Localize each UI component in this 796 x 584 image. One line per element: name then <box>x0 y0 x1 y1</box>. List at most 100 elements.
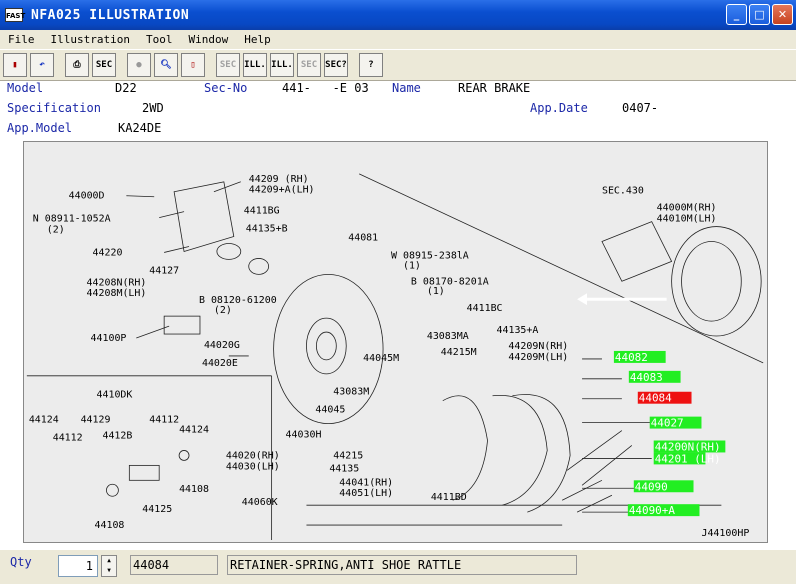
diagram-label: SEC.430 <box>602 186 644 197</box>
qty-spinner[interactable]: ▲ ▼ <box>101 555 117 577</box>
diagram-label: 44020E <box>202 358 238 369</box>
diagram-label: 44112 <box>53 433 83 444</box>
spec-value: 2WD <box>142 101 164 115</box>
sec-search-button[interactable]: SEC? <box>324 53 348 77</box>
menu-illustration[interactable]: Illustration <box>50 32 130 46</box>
menu-tool[interactable]: Tool <box>145 32 173 46</box>
diagram-label: (2) <box>47 225 65 236</box>
spin-down-icon[interactable]: ▼ <box>107 567 111 574</box>
diagram-label: B 08170-8201A <box>411 276 489 287</box>
spec-label: Specification <box>7 101 101 115</box>
window-title: NFA025 ILLUSTRATION <box>31 7 190 23</box>
diagram-label: 44060K <box>242 497 278 508</box>
diagram-label: (1) <box>403 260 421 271</box>
diagram-label: 44208M(LH) <box>87 288 147 299</box>
ill-next-button[interactable]: ILL. <box>270 53 294 77</box>
diagram-label: 44209N(RH) <box>508 341 568 352</box>
toolbar: ▮ ↶ ⎙ SEC ● 🔍︎ ▯ SEC ILL. ILL. SEC SEC? … <box>0 49 796 81</box>
circle-icon[interactable]: ● <box>127 53 151 77</box>
callout-tag[interactable] <box>628 370 681 383</box>
app-icon: FAST <box>5 8 25 22</box>
catalog-icon[interactable]: ▮ <box>3 53 27 77</box>
close-button[interactable]: ✕ <box>772 4 793 25</box>
callout-tag[interactable] <box>653 452 706 465</box>
diagram-label: 44081 <box>348 233 378 244</box>
arrow-head <box>577 293 588 306</box>
menu-bar: File Illustration Tool Window Help <box>0 30 796 48</box>
diagram-label: 44010M(LH) <box>657 214 717 225</box>
diagram-label: W 08915-238lA <box>391 250 469 261</box>
appdate-label: App.Date <box>530 101 588 115</box>
qty-label: Qty <box>10 555 32 569</box>
diagram-label: 44020(RH) <box>226 450 280 461</box>
diagram-label: 44125 <box>142 504 172 515</box>
callout-tag-label[interactable]: 44201 (LH) <box>655 452 721 465</box>
help-icon[interactable]: ? <box>359 53 383 77</box>
diagram-label: 44135+A <box>496 325 538 336</box>
diagram-label: 44030(LH) <box>226 461 280 472</box>
status-bar: Qty 1 ▲ ▼ 44084 RETAINER-SPRING,ANTI SHO… <box>0 550 796 584</box>
diagram-label: 44135+B <box>246 224 288 235</box>
diagram-label: 44041(RH) <box>339 477 393 488</box>
diagram-linework <box>26 173 764 541</box>
menu-window[interactable]: Window <box>188 32 229 46</box>
menu-file[interactable]: File <box>8 32 35 46</box>
undo-icon[interactable]: ↶ <box>30 53 54 77</box>
secno-value: 441- -E 03 <box>282 81 369 95</box>
ill-first-button[interactable]: ILL. <box>243 53 267 77</box>
callout-tag[interactable] <box>627 504 700 517</box>
diagram-label: 43083MA <box>427 331 469 342</box>
maximize-button[interactable]: □ <box>749 4 770 25</box>
callout-tag[interactable] <box>653 440 726 453</box>
secno-label: Sec-No <box>204 81 248 95</box>
sec-prev-button[interactable]: SEC <box>216 53 240 77</box>
diagram-label: 4411BC <box>467 303 503 314</box>
callout-tag[interactable] <box>633 480 694 493</box>
appmodel-value: KA24DE <box>118 121 162 135</box>
menu-help[interactable]: Help <box>244 32 271 46</box>
diagram-label: 44051(LH) <box>339 488 393 499</box>
appdate-value: 0407- <box>622 101 659 115</box>
diagram-label: 4412B <box>102 431 132 442</box>
callout-tag-label[interactable]: 44084 <box>639 392 672 405</box>
callout-tag-label[interactable]: 44090+A <box>629 504 676 517</box>
callout-tag-label[interactable]: 44082 <box>615 351 648 364</box>
part-description-field: RETAINER-SPRING,ANTI SHOE RATTLE <box>227 555 577 575</box>
sec-button[interactable]: SEC <box>92 53 116 77</box>
diagram-label: 44020G <box>204 340 240 351</box>
qty-input[interactable]: 1 <box>58 555 98 577</box>
callout-tag-label[interactable]: 44090 <box>635 480 668 493</box>
diagram-label: 43083M <box>333 387 369 398</box>
diagram-label: 44000M(RH) <box>657 203 717 214</box>
diagram-label: 44112 <box>149 415 179 426</box>
diagram-label: 44209 (RH) <box>249 174 309 185</box>
print-icon[interactable]: ⎙ <box>65 53 89 77</box>
info-panel: Model D22 Sec-No 441- -E 03 Name REAR BR… <box>0 81 796 138</box>
model-value: D22 <box>115 81 137 95</box>
callout-tag[interactable] <box>613 350 666 363</box>
diagram-label: 44215 <box>333 450 363 461</box>
diagram-label: (2) <box>214 305 232 316</box>
callout-tag[interactable] <box>637 391 692 404</box>
diagram-label: 4411BG <box>244 206 280 217</box>
callout-tag[interactable] <box>649 416 702 429</box>
diagram-label: 44129 <box>81 415 111 426</box>
diagram-label: N 08911-1052A <box>33 214 111 225</box>
callout-tag-label[interactable]: 44027 <box>651 417 684 430</box>
name-label: Name <box>392 81 421 95</box>
diagram-label: 44220 <box>93 247 123 258</box>
diagram-label: 44209M(LH) <box>508 352 568 363</box>
zoom-icon[interactable]: 🔍︎ <box>154 53 178 77</box>
callout-tag-label[interactable]: 44083 <box>630 371 663 384</box>
diagram-label: 44045 <box>315 405 345 416</box>
diagram-label: 44209+A(LH) <box>249 185 315 196</box>
sec-next-button[interactable]: SEC <box>297 53 321 77</box>
spin-up-icon[interactable]: ▲ <box>107 557 111 564</box>
callout-tags[interactable]: 44082 44083 44027 44200N(RH)44201 (LH) 44090… <box>613 350 726 517</box>
minimize-button[interactable]: _ <box>726 4 747 25</box>
book-icon[interactable]: ▯ <box>181 53 205 77</box>
callout-tag-label[interactable]: 44200N(RH) <box>655 440 721 453</box>
diagram-label: 44045M <box>363 353 399 364</box>
